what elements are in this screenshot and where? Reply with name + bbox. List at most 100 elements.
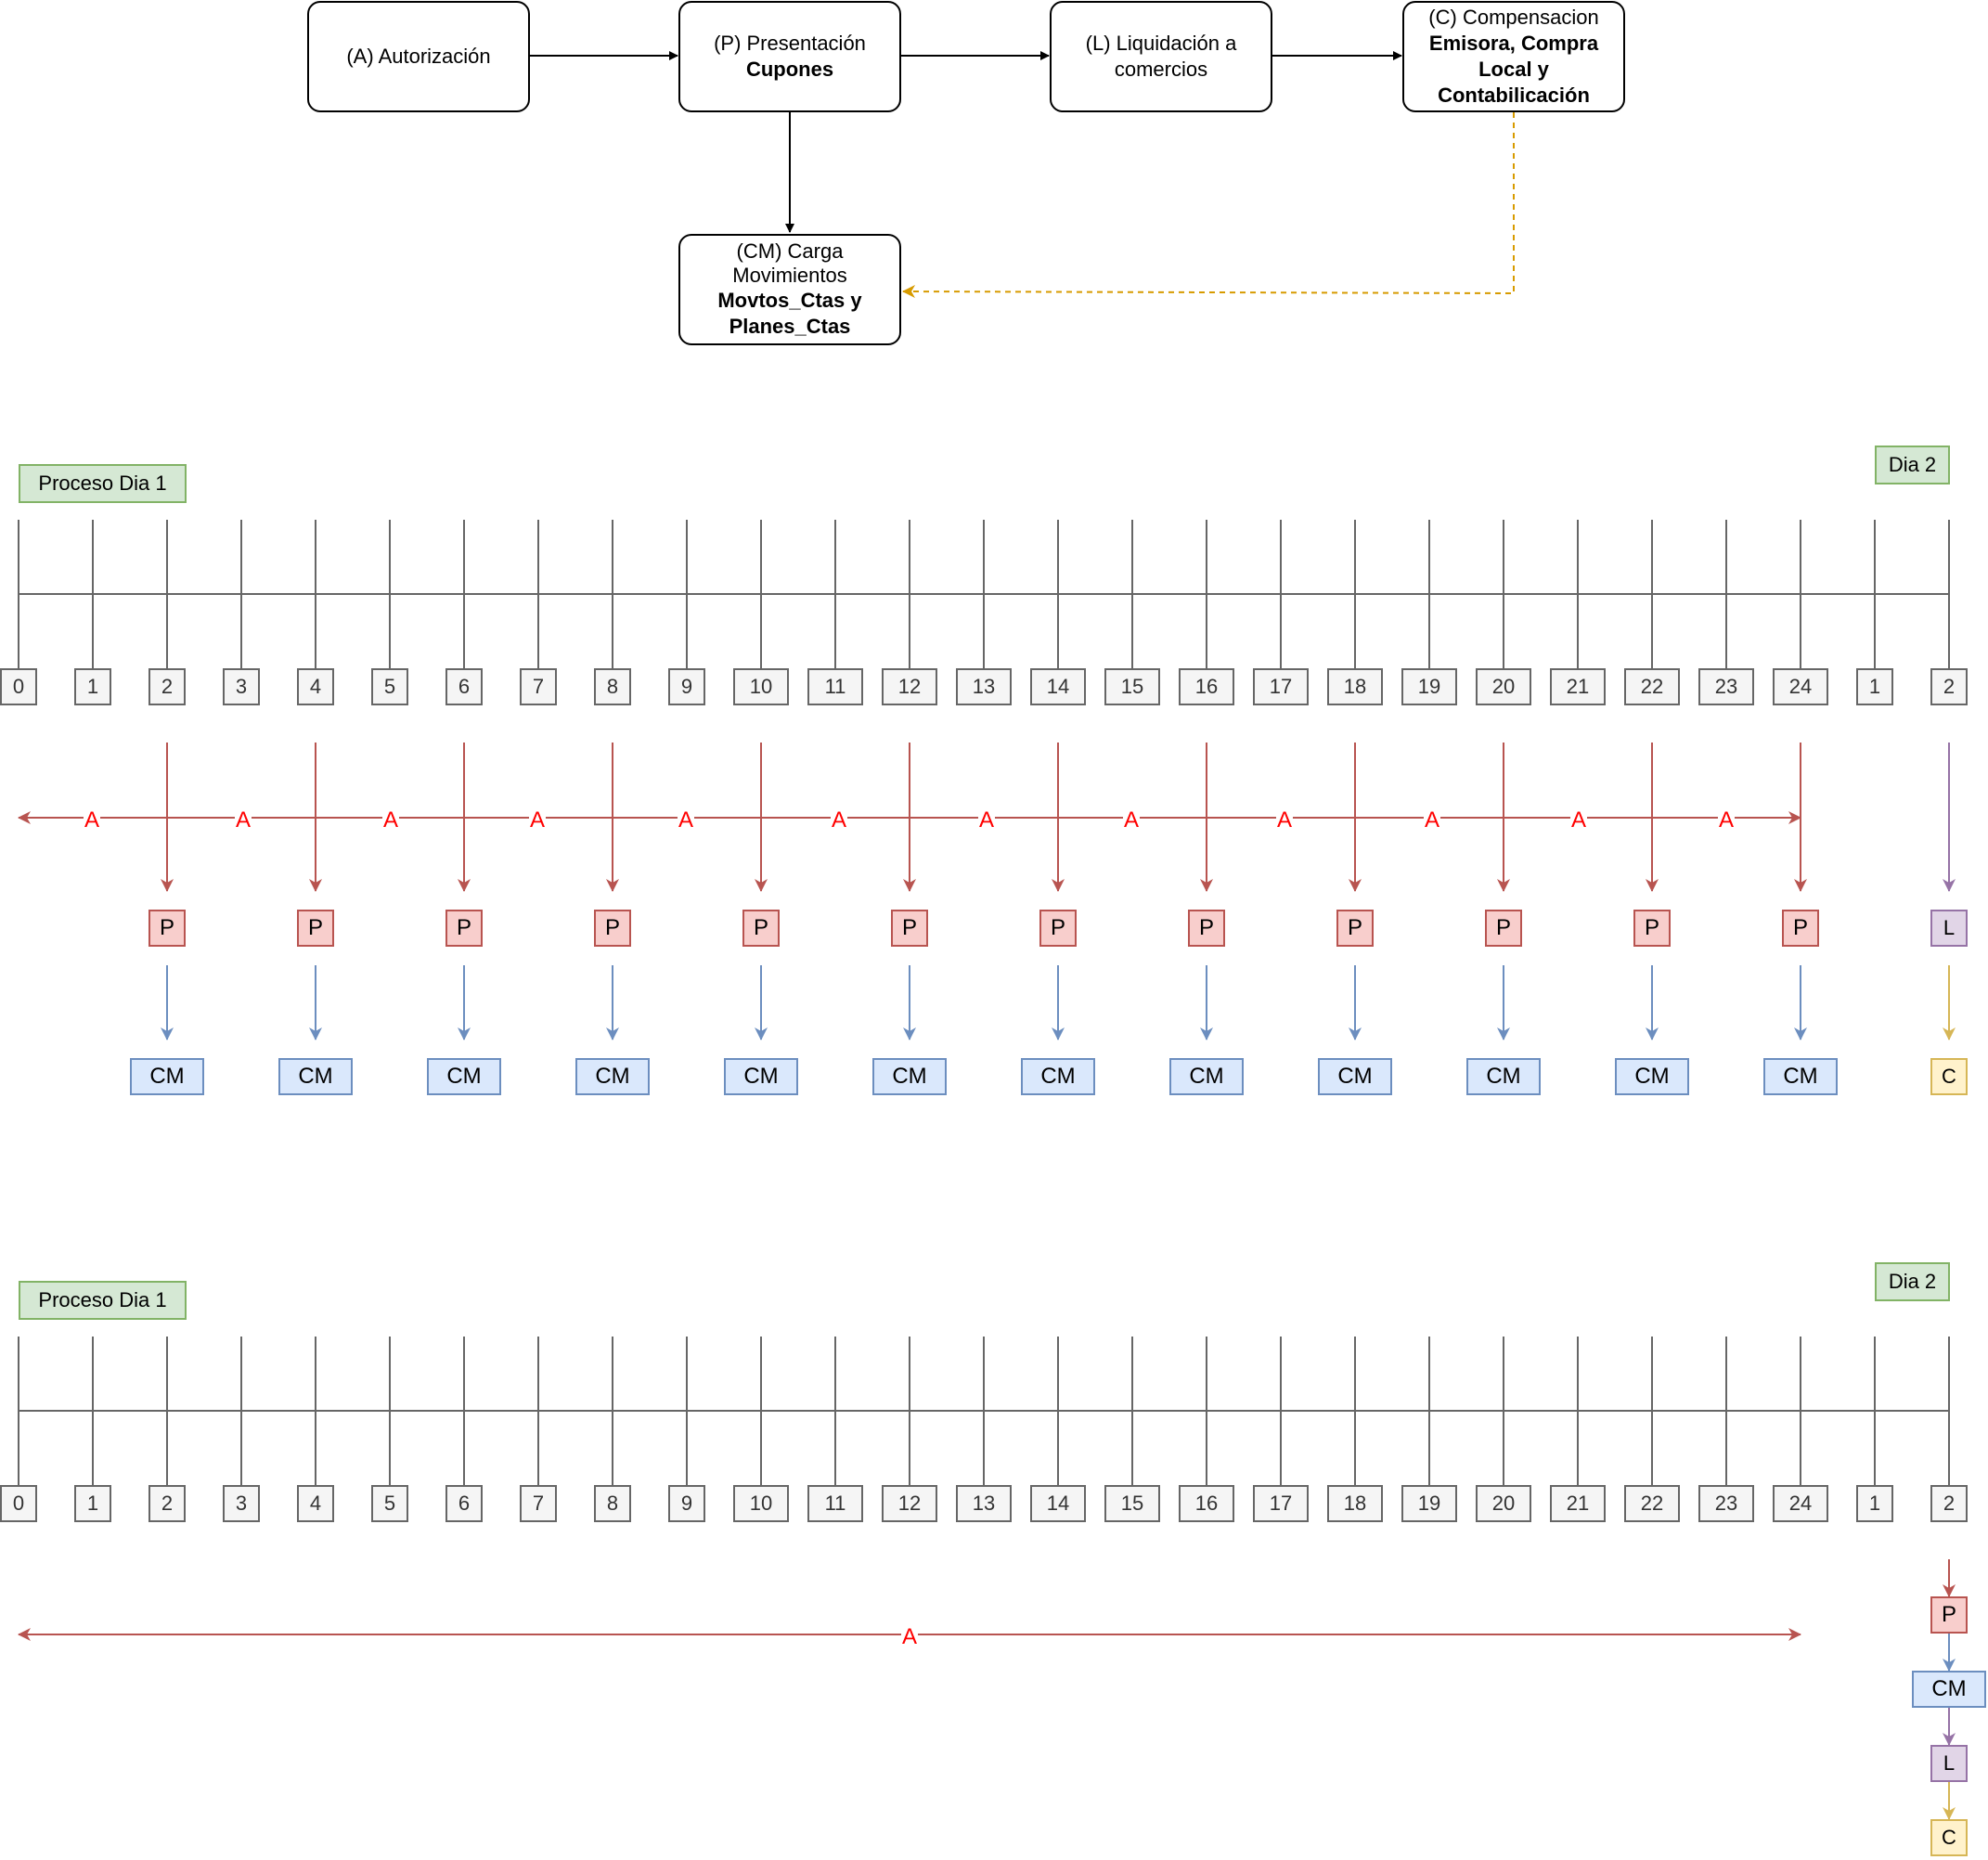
timeline2-tick-label-1: 1 <box>74 1485 111 1522</box>
timeline2-p-box: P <box>1930 1596 1968 1634</box>
timeline2-tick-label-21: 21 <box>1550 1485 1606 1522</box>
timeline1-tick-label-9: 9 <box>668 668 705 705</box>
timeline2-day2-label: Dia 2 <box>1875 1262 1950 1301</box>
timeline1-tick-label-2: 2 <box>148 668 186 705</box>
timeline1-authorization-label-7: A <box>1122 807 1141 833</box>
edge-c-to-cm <box>902 112 1515 299</box>
timeline1-cm-box-7: CM <box>1169 1058 1244 1095</box>
presentacion-box: (P) Presentación Cupones <box>678 1 901 112</box>
timeline1-tick-label-11: 11 <box>807 668 863 705</box>
timeline2-tick-label-6: 6 <box>445 1485 483 1522</box>
timeline1-tick-label-24: 24 <box>1773 668 1828 705</box>
compensacion-box: (C) Compensacion Emisora, Compra Local y… <box>1402 1 1625 112</box>
timeline1-cm-box-5: CM <box>872 1058 947 1095</box>
timeline1-tick-label-25: 1 <box>1856 668 1893 705</box>
timeline1-tick-label-21: 21 <box>1550 668 1606 705</box>
timeline1-p-box-2: P <box>445 910 483 947</box>
timeline1-authorization-label-1: A <box>234 807 252 833</box>
timeline1-authorization-label-11: A <box>1717 807 1736 833</box>
timeline1-tick-label-1: 1 <box>74 668 111 705</box>
timeline1-cm-box-9: CM <box>1466 1058 1541 1095</box>
timeline2-tick-label-3: 3 <box>223 1485 260 1522</box>
timeline2-tick-label-8: 8 <box>594 1485 631 1522</box>
timeline2-tick-label-13: 13 <box>956 1485 1012 1522</box>
timeline1-tick-label-15: 15 <box>1104 668 1160 705</box>
timeline1-authorization-label-4: A <box>677 807 695 833</box>
timeline1-p-box-4: P <box>742 910 780 947</box>
presentacion-title: (P) Presentación <box>714 32 866 55</box>
timeline1-tick-label-5: 5 <box>371 668 408 705</box>
timeline2-tick-label-7: 7 <box>520 1485 557 1522</box>
timeline2-tick-label-15: 15 <box>1104 1485 1160 1522</box>
timeline1-p-box-7: P <box>1188 910 1225 947</box>
autorizacion-title: (A) Autorización <box>346 45 491 68</box>
timeline1-tick-label-22: 22 <box>1624 668 1680 705</box>
timeline2-c-box: C <box>1930 1819 1968 1856</box>
timeline1-tick-label-10: 10 <box>733 668 789 705</box>
timeline1-authorization-label-9: A <box>1423 807 1441 833</box>
timeline1-tick-label-13: 13 <box>956 668 1012 705</box>
timeline1-tick-label-8: 8 <box>594 668 631 705</box>
timeline1-cm-box-10: CM <box>1615 1058 1689 1095</box>
timeline1-p-box-10: P <box>1633 910 1671 947</box>
timeline2-tick-label-17: 17 <box>1253 1485 1309 1522</box>
timeline1-cm-box-3: CM <box>575 1058 650 1095</box>
carga-detail: Movtos_Ctas y Planes_Ctas <box>717 289 862 338</box>
timeline1-tick-label-16: 16 <box>1179 668 1234 705</box>
timeline1-p-box-9: P <box>1485 910 1522 947</box>
timeline1-p-box-8: P <box>1336 910 1374 947</box>
timeline1-authorization-label-10: A <box>1569 807 1588 833</box>
timeline1-cm-box-0: CM <box>130 1058 204 1095</box>
timeline1-tick-label-23: 23 <box>1698 668 1754 705</box>
timeline1-p-box-0: P <box>148 910 186 947</box>
timeline2-tick-label-25: 1 <box>1856 1485 1893 1522</box>
compensacion-detail: Emisora, Compra Local y Contabilicación <box>1428 32 1599 107</box>
timeline1-authorization-label-6: A <box>977 807 996 833</box>
timeline2-tick-label-23: 23 <box>1698 1485 1754 1522</box>
timeline1-tick-label-12: 12 <box>882 668 937 705</box>
timeline2-tick-label-10: 10 <box>733 1485 789 1522</box>
timeline1-authorization-label-3: A <box>528 807 547 833</box>
timeline1-cm-box-8: CM <box>1318 1058 1392 1095</box>
timeline1-tick-label-18: 18 <box>1327 668 1383 705</box>
compensacion-title: (C) Compensacion <box>1428 6 1599 29</box>
timeline2-tick-label-18: 18 <box>1327 1485 1383 1522</box>
timeline2-tick-label-14: 14 <box>1030 1485 1086 1522</box>
timeline1-c-box: C <box>1930 1058 1968 1095</box>
timeline2-tick-label-20: 20 <box>1476 1485 1531 1522</box>
timeline2-tick-label-19: 19 <box>1401 1485 1457 1522</box>
timeline1-tick-label-3: 3 <box>223 668 260 705</box>
timeline1-authorization-label-5: A <box>830 807 848 833</box>
timeline1-p-box-6: P <box>1039 910 1077 947</box>
timeline1-tick-label-19: 19 <box>1401 668 1457 705</box>
timeline1-p-box-11: P <box>1782 910 1819 947</box>
carga-title: (CM) Carga Movimientos <box>732 239 847 287</box>
timeline1-tick-label-17: 17 <box>1253 668 1309 705</box>
timeline1-tick-label-26: 2 <box>1930 668 1968 705</box>
timeline1-p-box-1: P <box>297 910 334 947</box>
timeline2-tick-label-4: 4 <box>297 1485 334 1522</box>
timeline1-cm-box-11: CM <box>1763 1058 1838 1095</box>
timeline2-tick-label-0: 0 <box>0 1485 37 1522</box>
timeline1-tick-label-4: 4 <box>297 668 334 705</box>
timeline1-tick-label-6: 6 <box>445 668 483 705</box>
timeline1-cm-box-1: CM <box>278 1058 353 1095</box>
timeline1-day1-label: Proceso Dia 1 <box>19 464 187 503</box>
timeline1-tick-label-7: 7 <box>520 668 557 705</box>
presentacion-detail: Cupones <box>745 58 834 81</box>
timeline1-authorization-label-8: A <box>1275 807 1294 833</box>
liquidacion-title: (L) Liquidación a comercios <box>1085 32 1237 81</box>
timeline2-tick-label-26: 2 <box>1930 1485 1968 1522</box>
timeline2-cm-box: CM <box>1912 1671 1986 1708</box>
liquidacion-box: (L) Liquidación a comercios <box>1050 1 1272 112</box>
timeline1-l-box: L <box>1930 910 1968 947</box>
timeline1-authorization-label-2: A <box>381 807 400 833</box>
timeline1-cm-box-6: CM <box>1021 1058 1095 1095</box>
timeline1-tick-label-0: 0 <box>0 668 37 705</box>
timeline1-cm-box-2: CM <box>427 1058 501 1095</box>
timeline2-tick-label-2: 2 <box>148 1485 186 1522</box>
timeline2-tick-label-12: 12 <box>882 1485 937 1522</box>
timeline2-authorization-label: A <box>900 1624 919 1649</box>
timeline2-tick-label-9: 9 <box>668 1485 705 1522</box>
